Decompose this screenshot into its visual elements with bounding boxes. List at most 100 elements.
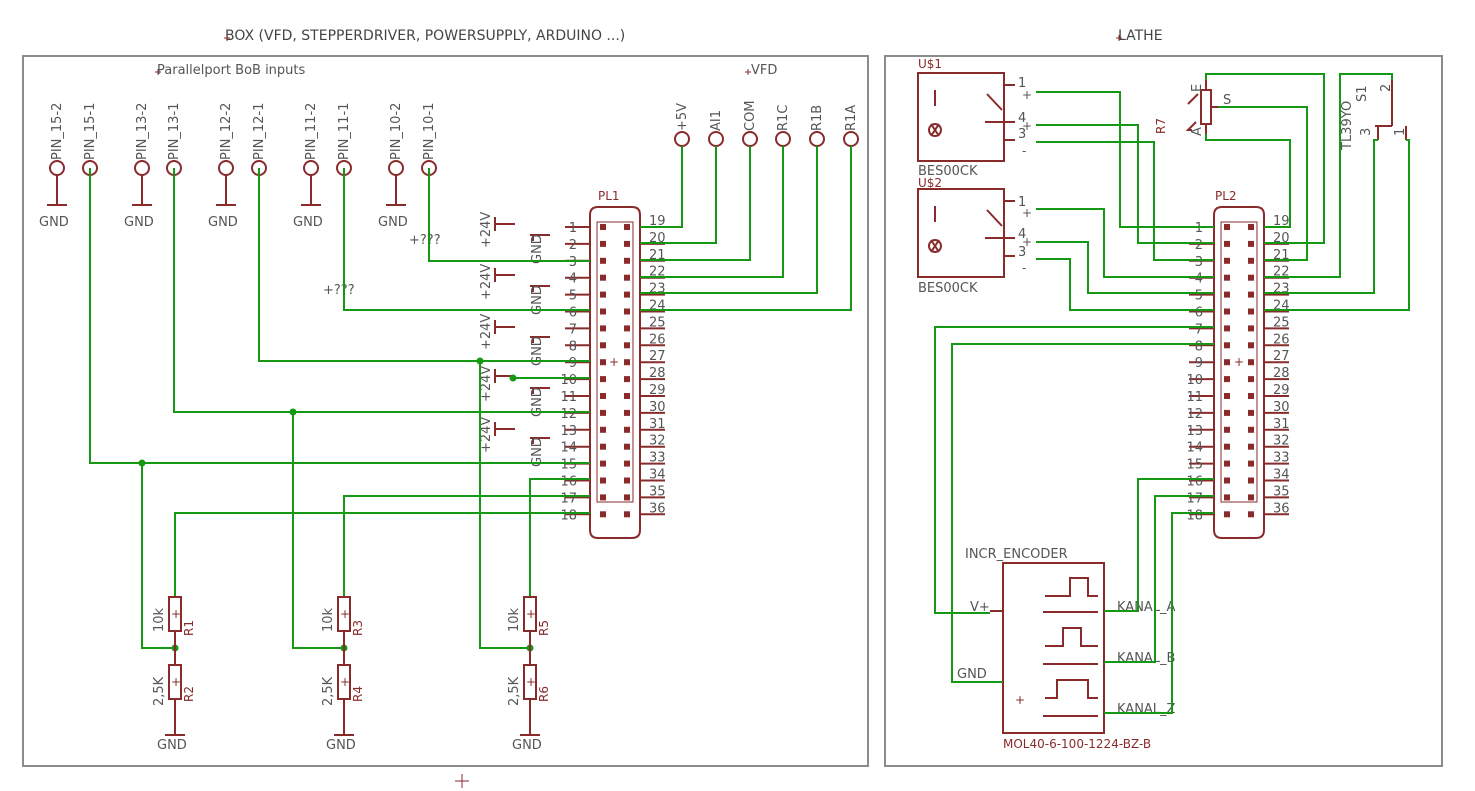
bob-pin-label: PIN_15-2 [50, 103, 65, 160]
pl1-pin-2: 2 [569, 238, 577, 253]
pl2-pin-13: 13 [1186, 424, 1203, 439]
lathe-title: LATHE [1118, 28, 1163, 44]
pl2-pin-24: 24 [1273, 299, 1290, 314]
svg-text:+: + [526, 607, 536, 621]
svg-text:+: + [526, 675, 536, 689]
pl1-pin-31: 31 [649, 417, 666, 432]
u2-pin-4: 4 [1018, 227, 1026, 242]
pl2-pin-29: 29 [1273, 383, 1290, 398]
svg-text:+: + [171, 607, 181, 621]
sensor-u1: U$1 BES00CK 1 4 3 + + - [917, 57, 1032, 179]
pl1-pin-36: 36 [649, 501, 666, 516]
pl1-pin-32: 32 [649, 434, 666, 449]
encoder-kanal-b: KANAL_B [1117, 651, 1175, 666]
encoder-vplus: V+ [970, 600, 990, 615]
pl1-pin-33: 33 [649, 451, 666, 466]
vfd-terminal-label: R1C [776, 105, 791, 131]
incremental-encoder: INCR_ENCODER MOL40-6-100-1224-BZ-B V+ GN… [957, 547, 1176, 751]
pl1-pin-5: 5 [569, 289, 577, 304]
rail-24v-1: +24V [479, 212, 494, 248]
pl1-pin-8: 8 [569, 339, 577, 354]
pl1-pin-10: 10 [560, 373, 577, 388]
pl2-pin-7: 7 [1195, 322, 1203, 337]
bob-pin-pin_13-2 [134, 160, 150, 176]
u1-pin-1: 1 [1018, 76, 1026, 91]
pl1-pin-29: 29 [649, 383, 666, 398]
bob-pin-pin_12-2 [218, 160, 234, 176]
pl2-pin-23: 23 [1273, 282, 1290, 297]
box-frame [22, 55, 869, 767]
pl1-pin-27: 27 [649, 349, 666, 364]
vfd-terminal-5v [674, 131, 690, 147]
sensor-u2: U$2 BES00CK 1 4 3 + + - [917, 176, 1032, 296]
resistor-value: 10k [507, 607, 522, 632]
pl2-label: PL2 [1215, 189, 1237, 203]
encoder-gnd: GND [957, 667, 987, 682]
rail-gnd-1: GND [530, 234, 545, 264]
pl1-pin-11: 11 [560, 390, 577, 405]
gnd-symbol [301, 175, 321, 206]
pl1-pin-9: 9 [569, 356, 577, 371]
u1-pin-3: 3 [1018, 127, 1026, 142]
gnd-symbol [216, 175, 236, 206]
pl1-pin-15: 15 [560, 458, 577, 473]
gnd-label: GND [512, 738, 542, 753]
pl1-pin-22: 22 [649, 265, 666, 280]
resistor-value: 10k [321, 607, 336, 632]
bob-pin-pin_15-2 [49, 160, 65, 176]
s1-pin-3: 3 [1359, 128, 1374, 136]
u2-mark-2: + [1022, 235, 1032, 249]
encoder-title: INCR_ENCODER [965, 547, 1068, 562]
pl1-pin-4: 4 [569, 272, 577, 287]
pl2-pin-28: 28 [1273, 366, 1290, 381]
pl1-pin-35: 35 [649, 484, 666, 499]
gnd-label: GND [208, 215, 238, 230]
pl1-pin-26: 26 [649, 332, 666, 347]
pl1-pin-3: 3 [569, 255, 577, 270]
vfd-terminal-com [742, 131, 758, 147]
rail-gnd-2: GND [530, 285, 545, 315]
pl1-label: PL1 [598, 189, 620, 203]
pl2-pin-31: 31 [1273, 417, 1290, 432]
vfd-label: VFD [751, 63, 777, 78]
bob-pin-label: PIN_11-1 [337, 103, 352, 160]
pl1-pin-25: 25 [649, 315, 666, 330]
switch-s1: TL39YO S1 2 3 1 [1340, 80, 1408, 151]
gnd-label: GND [293, 215, 323, 230]
pl2-pin-8: 8 [1195, 339, 1203, 354]
vfd-terminal-label: R1A [844, 105, 859, 131]
gnd-symbol [47, 175, 67, 206]
rail-24v-2: +24V [479, 264, 494, 300]
box-wires [89, 146, 852, 649]
resistor-value: 2,5K [507, 676, 522, 706]
pl1-connector: PL1 + 1234567891011121314151617181920212… [560, 189, 666, 539]
pl2-pin-3: 3 [1195, 255, 1203, 270]
pl2-pin-6: 6 [1195, 306, 1203, 321]
pl1-pin-28: 28 [649, 366, 666, 381]
resistor-name: R5 [537, 620, 551, 636]
vfd-terminal-label: R1B [810, 105, 825, 131]
u1-mark-1: + [1022, 88, 1032, 102]
gnd-symbol [132, 175, 152, 206]
s1-part: TL39YO [1340, 101, 1355, 151]
pl2-pin-11: 11 [1186, 390, 1203, 405]
pl2-pin-10: 10 [1186, 373, 1203, 388]
resistor-value: 2,5K [152, 676, 167, 706]
pl2-center-mark: + [1234, 355, 1244, 369]
pl2-pin-9: 9 [1195, 356, 1203, 371]
pl1-pin-6: 6 [569, 306, 577, 321]
pl2-pin-15: 15 [1186, 458, 1203, 473]
pl1-pin-13: 13 [560, 424, 577, 439]
resistor-value: 2,5K [321, 676, 336, 706]
box-junctions [138, 357, 534, 652]
u2-pin-3: 3 [1018, 245, 1026, 260]
vfd-terminal-label: COM [743, 100, 758, 131]
pl2-pin-1: 1 [1195, 221, 1203, 236]
u1-ref: U$1 [918, 57, 942, 71]
resistor-name: R1 [182, 620, 196, 636]
pl1-pin-24: 24 [649, 299, 666, 314]
box-title: BOX (VFD, STEPPERDRIVER, POWERSUPPLY, AR… [225, 28, 625, 44]
r7-pin-a: A [1190, 127, 1205, 136]
